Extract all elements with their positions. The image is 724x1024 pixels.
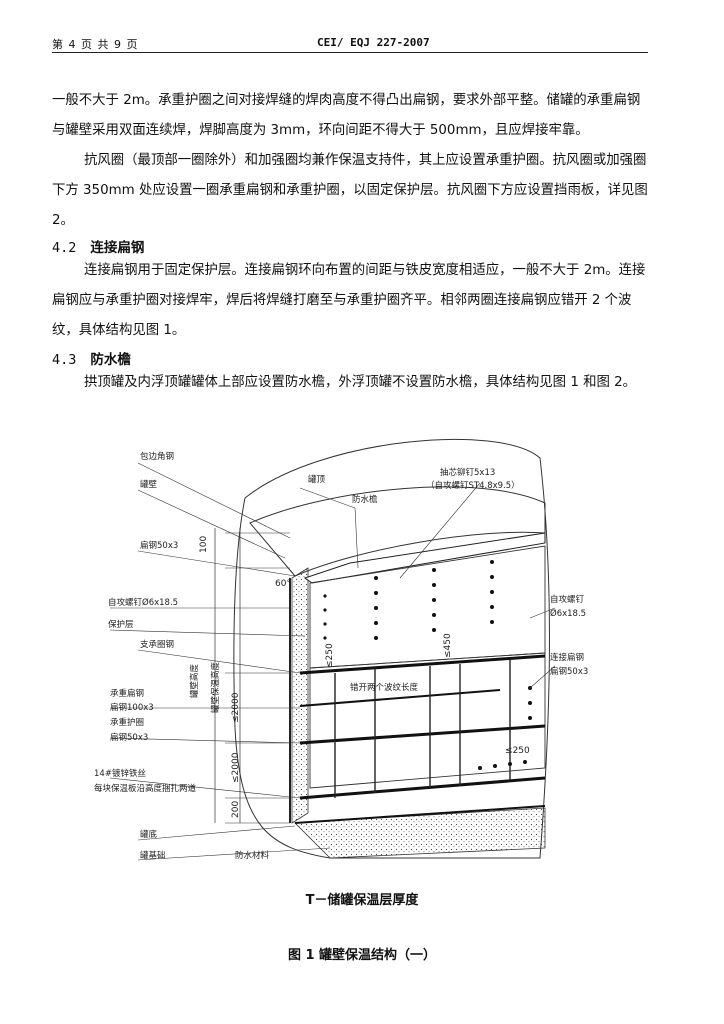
section-title: 防水檐 xyxy=(90,352,131,368)
figure-drawing: 100 60° ≤250 ≤450 ≤2000 ≤2000 200 ≤250 罐… xyxy=(94,438,588,861)
dim-2000b: ≤2000 xyxy=(231,752,241,783)
label-rivet-alt: （自攻螺钉ST4.8x9.5） xyxy=(426,480,520,491)
bearing-ring-2 xyxy=(299,689,501,707)
insulation-structure-figure: 100 60° ≤250 ≤450 ≤2000 ≤2000 200 ≤250 罐… xyxy=(94,428,588,868)
bearing-ring-1 xyxy=(299,654,546,675)
label-foundation: 罐基础 xyxy=(140,850,166,861)
paragraph-1: 一般不大于 2m。承重护圈之间对接焊缝的焊肉高度不得凸出扁钢，要求外部平整。储罐… xyxy=(52,93,641,138)
label-insulation-height: 罐壁保温高度 xyxy=(210,661,221,713)
label-protective-layer: 保护层 xyxy=(108,619,134,630)
label-bearing-bar: 承重扁钢 xyxy=(110,688,144,699)
label-stagger: 错开两个波纹长度 xyxy=(350,682,419,693)
label-screw-right: 自攻螺钉 xyxy=(550,594,585,605)
header-rule xyxy=(52,52,648,53)
section-4-3-heading: 4.3 防水檐 xyxy=(52,348,131,368)
dim-ticks xyxy=(225,532,290,824)
label-edge-angle: 包边角钢 xyxy=(140,451,174,462)
label-wire-note: 每块保温板沿高度捆扎两道 xyxy=(94,783,197,794)
label-bearing-ring-size: 扁钢50x3 xyxy=(110,732,148,743)
label-tank-wall: 罐壁 xyxy=(140,479,158,490)
dim-250a: ≤250 xyxy=(325,643,335,668)
rivet-dots xyxy=(323,560,532,770)
tank-bottom xyxy=(294,805,546,824)
label-rivet: 抽芯铆钉5x13 xyxy=(440,467,495,478)
bearing-ring-4 xyxy=(299,776,546,800)
drip-edge xyxy=(303,532,546,584)
label-wall-height: 罐壁高度 xyxy=(189,663,200,698)
dim-100: 100 xyxy=(199,536,209,553)
dim-60deg: 60° xyxy=(275,579,291,589)
dim-250b: ≤250 xyxy=(505,746,530,756)
section-number: 4.2 xyxy=(52,240,77,256)
label-screw-right-size: Ø6x18.5 xyxy=(550,608,586,619)
dim-200: 200 xyxy=(231,801,241,818)
label-bearing-bar-size: 扁钢100x3 xyxy=(110,702,154,713)
label-flat-bar: 扁钢50x3 xyxy=(140,540,178,551)
tank-foundation xyxy=(294,807,546,859)
dim-2000a: ≤2000 xyxy=(231,692,241,723)
figure-caption: 图 1 罐壁保温结构（一） xyxy=(287,948,437,963)
paragraph-3: 连接扁钢用于固定保护层。连接扁钢环向布置的间距与铁皮宽度相适应，一般不大于 2m… xyxy=(52,263,646,338)
cladding-lower xyxy=(309,652,546,789)
dim-450: ≤450 xyxy=(443,633,453,658)
section-4-2-heading: 4.2 连接扁钢 xyxy=(52,236,144,256)
cutaway-outline xyxy=(233,438,550,859)
label-screw-left: 自攻螺钉Ø6x18.5 xyxy=(108,597,178,608)
label-wire: 14#镀锌铁丝 xyxy=(94,768,146,779)
bearing-ring-3 xyxy=(299,724,546,745)
label-connection-bar: 连接扁钢 xyxy=(550,652,584,663)
label-connection-bar-size: 扁钢50x3 xyxy=(550,666,588,677)
tank-roof xyxy=(249,486,546,577)
leader-lines xyxy=(109,462,556,861)
label-bearing-ring: 承重护圈 xyxy=(110,717,144,728)
label-roof: 罐顶 xyxy=(308,474,326,485)
page-header: 第 4 页 共 9 页 CEI/ EQJ 227-2007 xyxy=(52,33,644,51)
section-title: 连接扁钢 xyxy=(90,240,145,256)
section-number: 4.3 xyxy=(52,352,77,368)
figure-subcaption: T－储罐保温层厚度 xyxy=(305,893,419,908)
label-tank-bottom: 罐底 xyxy=(140,829,158,840)
label-support-ring: 支承圈钢 xyxy=(140,639,174,650)
page-number: 第 4 页 共 9 页 xyxy=(52,38,139,51)
label-drip-edge: 防水檐 xyxy=(352,494,378,505)
label-waterproof: 防水材料 xyxy=(235,850,270,861)
connection-bars xyxy=(334,660,511,798)
paragraph-4: 拱顶罐及内浮顶罐罐体上部应设置防水檐，外浮顶罐不设置防水檐，具体结构见图 1 和… xyxy=(84,375,637,390)
insulation-layer xyxy=(291,567,309,824)
standard-code: CEI/ EQJ 227-2007 xyxy=(317,36,430,49)
paragraph-2: 抗风圈（最顶部一圈除外）和加强圈均兼作保温支持件，其上应设置承重护圈。抗风圈或加… xyxy=(52,153,648,228)
